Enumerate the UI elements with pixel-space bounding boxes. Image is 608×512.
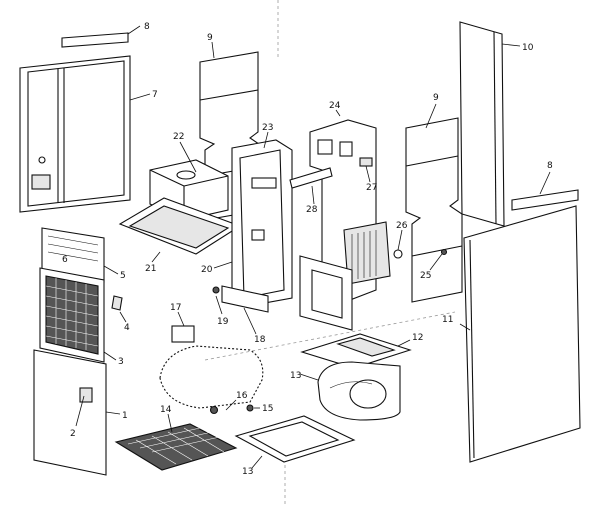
part-4-bracket xyxy=(111,295,123,311)
part-9-right-duct-panel xyxy=(405,117,463,303)
part-7-left-side-panel xyxy=(19,55,131,213)
label-7: 7 xyxy=(152,90,158,100)
part-3-filter-grille xyxy=(39,267,105,363)
label-15: 14 xyxy=(160,405,172,415)
part-8-top-trim xyxy=(61,32,129,48)
label-1: 1 xyxy=(122,411,128,421)
label-11: 11 xyxy=(442,315,453,325)
flue-adapter-plate xyxy=(299,255,353,331)
part-22-burner-shelf xyxy=(118,197,242,255)
label-4: 4 xyxy=(124,323,130,333)
part-6-upper-front-panel xyxy=(41,227,105,283)
part-17-washer xyxy=(209,405,219,415)
label-21: 20 xyxy=(201,265,213,275)
label-12: 12 xyxy=(412,333,423,343)
part-29-pipe xyxy=(289,167,333,189)
part-24-exchanger-plate xyxy=(231,139,293,307)
label-10: 10 xyxy=(522,43,534,53)
part-28-switch xyxy=(359,157,373,167)
label-5: 5 xyxy=(120,271,126,281)
label-27: 26 xyxy=(396,221,408,231)
label-28: 27 xyxy=(366,183,377,193)
part-13-blower-housing xyxy=(317,361,401,421)
label-29: 28 xyxy=(306,205,318,215)
label-16: 15 xyxy=(262,404,273,414)
label-25: 24 xyxy=(329,101,341,111)
label-22: 21 xyxy=(145,264,156,274)
label-9-right: 9 xyxy=(433,93,439,103)
label-23: 22 xyxy=(173,132,184,142)
label-20: 19 xyxy=(217,317,229,327)
part-20-screw xyxy=(212,286,220,294)
label-8-right: 8 xyxy=(547,161,553,171)
label-6: 6 xyxy=(62,255,68,265)
part-15-base-grate xyxy=(114,423,238,471)
label-8-top: 8 xyxy=(144,22,150,32)
label-17: 16 xyxy=(236,391,248,401)
part-12-cover-plate xyxy=(300,333,412,369)
part-18-motor xyxy=(159,325,264,409)
part-11-right-side-panel xyxy=(463,205,581,463)
part-27-fitting xyxy=(393,249,403,259)
label-19: 18 xyxy=(254,335,266,345)
part-8-right-trim xyxy=(511,189,579,211)
guide-line-mid xyxy=(204,311,456,361)
label-2: 2 xyxy=(70,429,76,439)
part-10-right-back-panel xyxy=(459,21,505,227)
part-16-screw xyxy=(246,404,254,412)
label-13: 13 xyxy=(290,371,301,381)
part-19-mount-bracket xyxy=(221,285,269,313)
label-18: 17 xyxy=(170,303,181,313)
label-14: 13 xyxy=(242,467,253,477)
label-3: 3 xyxy=(118,357,124,367)
label-26: 25 xyxy=(420,271,431,281)
label-24: 23 xyxy=(262,123,273,133)
label-9-left: 9 xyxy=(207,33,213,43)
leader-lines xyxy=(75,25,551,469)
part-1-lower-door xyxy=(33,349,107,476)
part-14-base-tray xyxy=(234,415,356,463)
